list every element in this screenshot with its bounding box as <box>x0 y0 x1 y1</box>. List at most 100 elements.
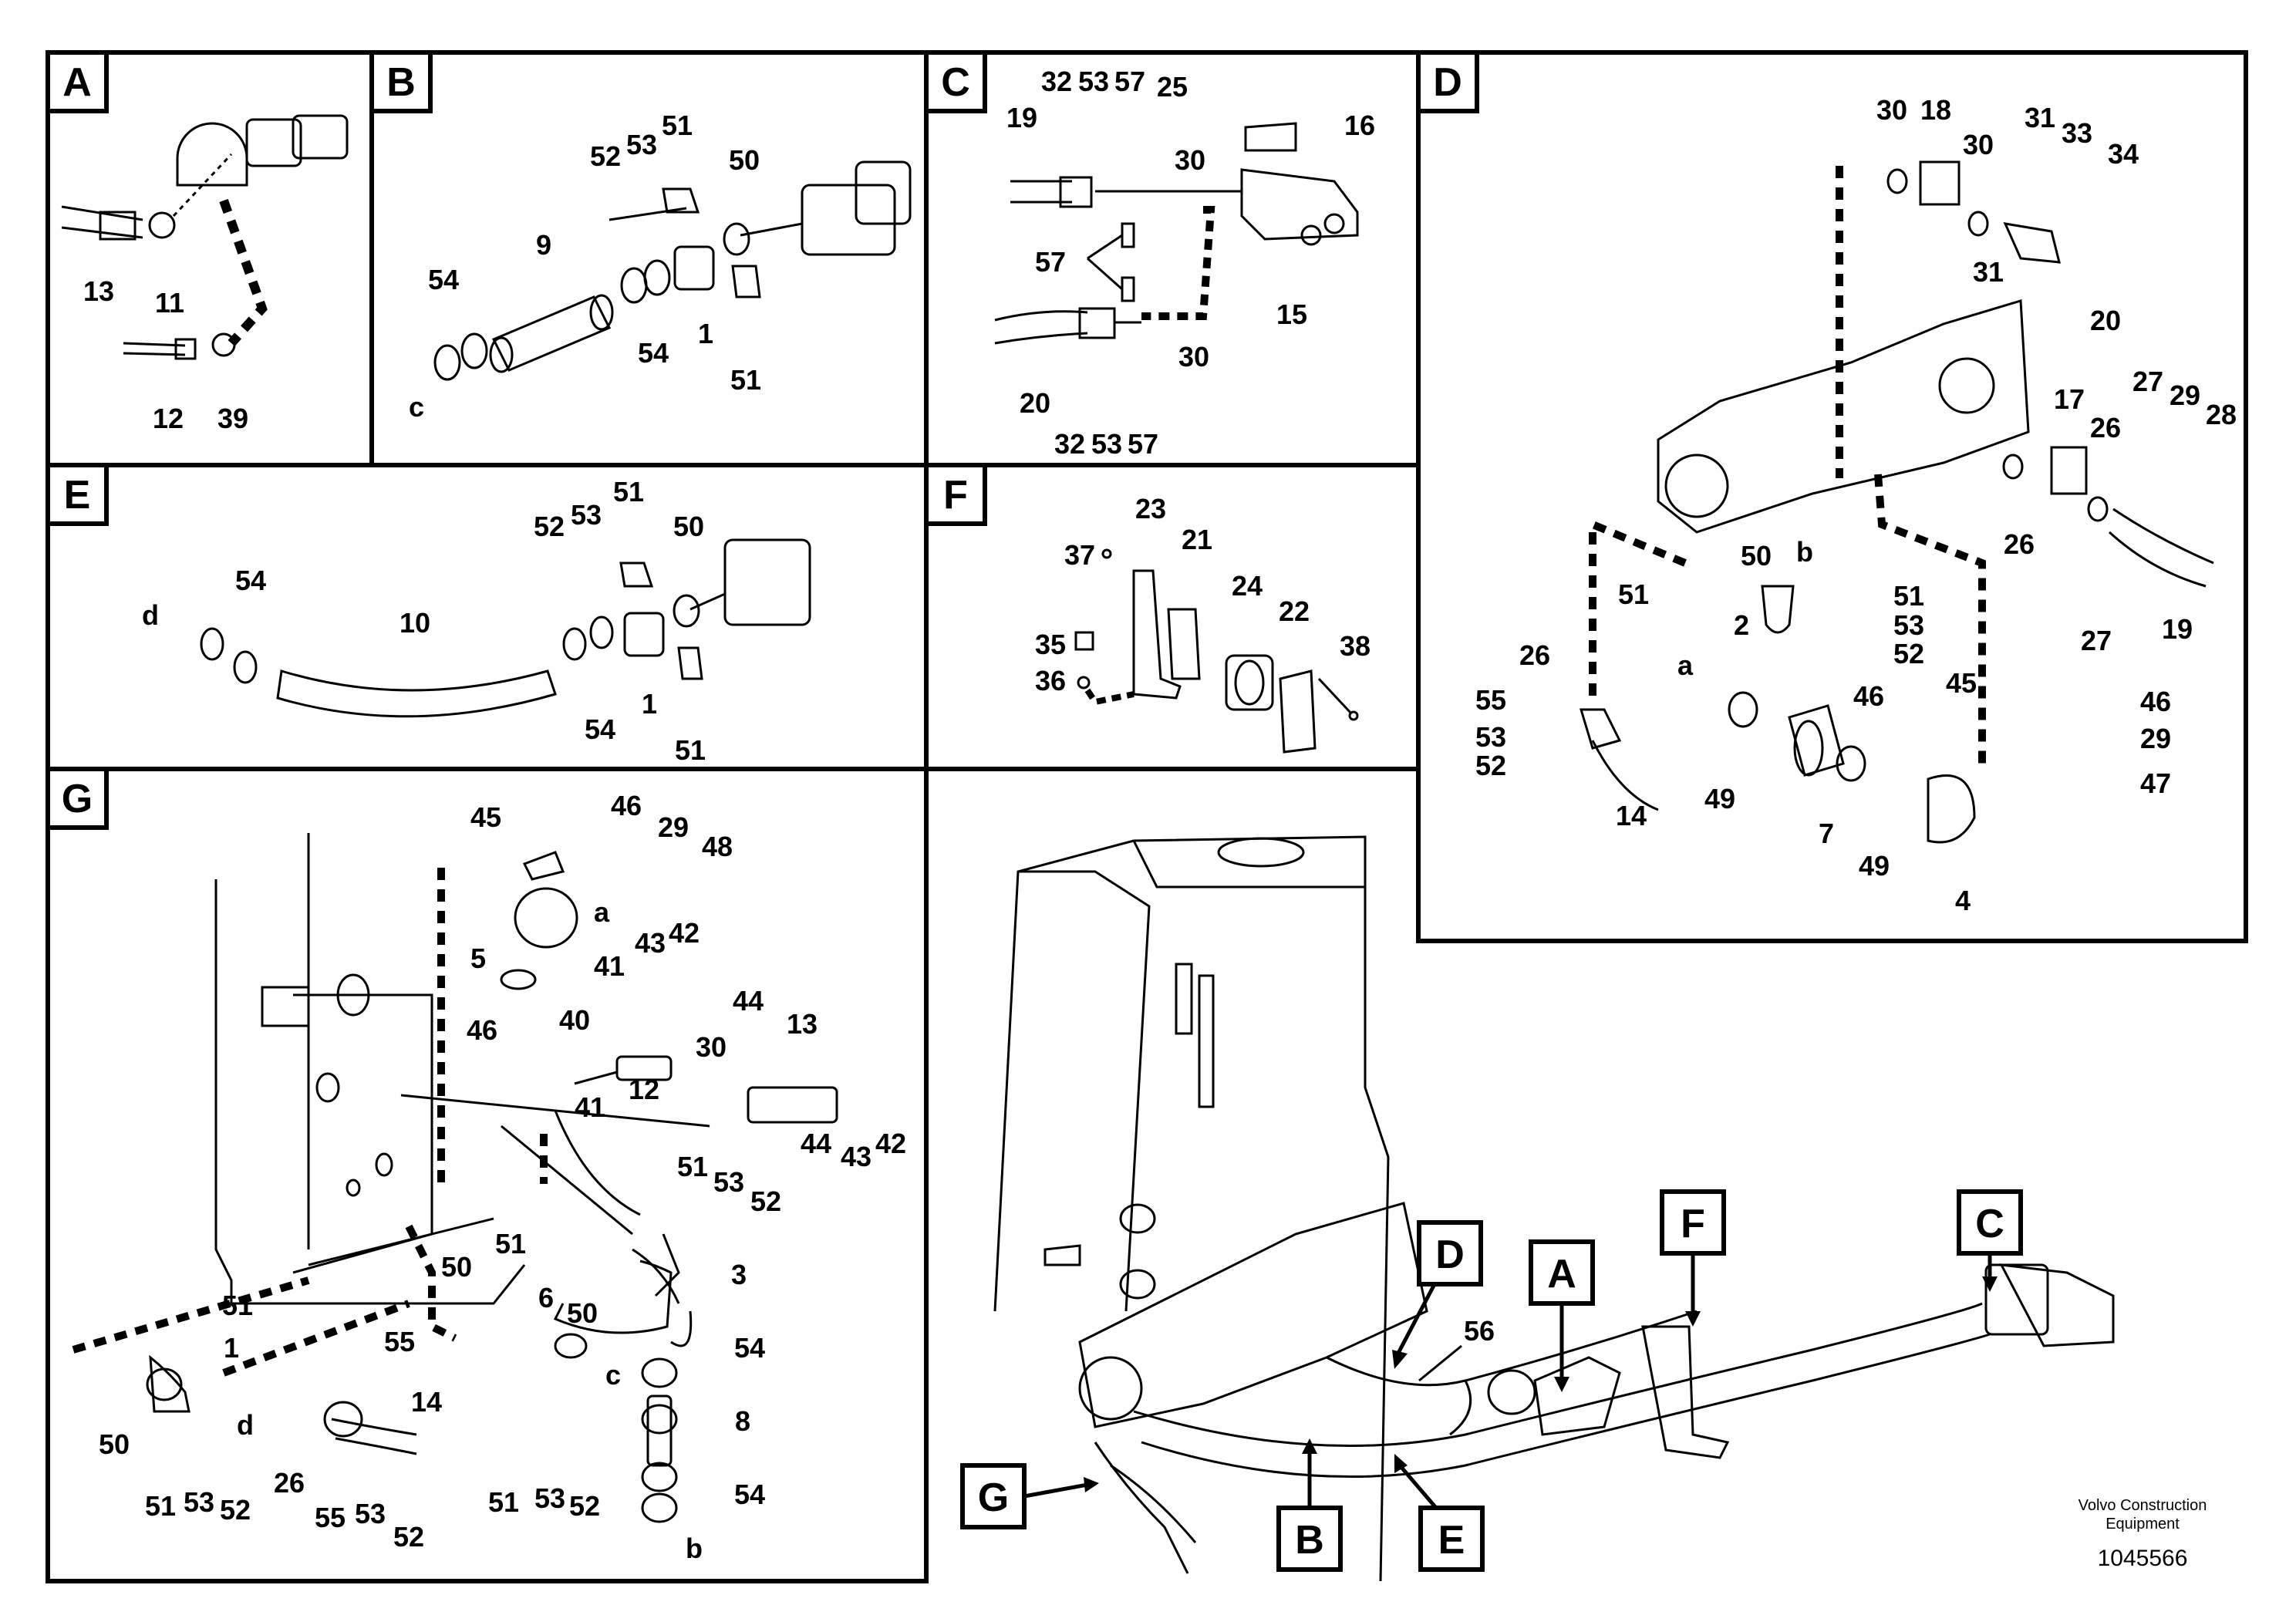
panel-letter-c: C <box>941 60 970 105</box>
part-number-label: d <box>142 599 159 631</box>
part-number-label: 55 <box>1475 684 1506 716</box>
part-number-label: 52 <box>220 1494 251 1526</box>
part-number-label: 30 <box>1175 144 1205 176</box>
part-number-label: 46 <box>2140 686 2171 717</box>
part-number-label: 20 <box>1020 387 1050 419</box>
callout-f: F <box>1681 1202 1705 1246</box>
part-number-label: 5 <box>470 943 486 974</box>
panel-c-labels: 32 53 57 25 19 30 16 57 15 20 30 32 53 5… <box>1006 66 1375 460</box>
part-number-label: 29 <box>658 811 689 843</box>
part-number-label: 53 <box>1078 66 1109 97</box>
part-number-label: 12 <box>629 1074 659 1105</box>
overview-illustration: C F D A 56 G B E <box>960 835 2115 1582</box>
part-number-label: 54 <box>235 565 266 596</box>
part-number-label: 1 <box>224 1332 239 1364</box>
panel-letter-f: F <box>943 473 968 518</box>
part-number-label: 50 <box>99 1428 130 1460</box>
panel-b-labels: 52 53 51 50 9 54 1 54 51 c <box>409 110 761 423</box>
part-number-label: 13 <box>83 275 114 307</box>
part-number-label: 1 <box>642 688 657 720</box>
part-number-label: 57 <box>1128 428 1158 460</box>
callout-e: E <box>1438 1518 1465 1563</box>
part-number-label: 20 <box>2090 305 2121 336</box>
part-number-label: 22 <box>1279 595 1310 627</box>
part-number-label: 3 <box>731 1259 747 1290</box>
part-number-label: 50 <box>673 511 704 542</box>
part-number-label: 53 <box>1091 428 1122 460</box>
part-number-label: 52 <box>534 511 565 542</box>
part-number-label: 38 <box>1340 630 1371 662</box>
part-number-label: 51 <box>1618 578 1649 610</box>
part-number-label: 17 <box>2054 383 2085 415</box>
drawing-number: 1045566 <box>2098 1546 2188 1571</box>
part-number-label: 47 <box>2140 767 2171 799</box>
part-number-label: 26 <box>2004 528 2035 560</box>
part-number-label: 57 <box>1114 66 1145 97</box>
part-number-label: 1 <box>698 318 713 349</box>
part-number-label: 51 <box>495 1228 526 1259</box>
part-number-label: 30 <box>1963 129 1994 160</box>
part-number-label: 32 <box>1054 428 1085 460</box>
part-number-label: 53 <box>534 1482 565 1514</box>
part-number-label: 41 <box>594 950 625 982</box>
part-number-label: a <box>1677 649 1694 681</box>
part-number-label: 54 <box>585 713 615 745</box>
part-number-label: 35 <box>1035 629 1066 660</box>
part-number-label: 54 <box>734 1479 765 1510</box>
part-number-label: 50 <box>441 1251 472 1283</box>
panel-d: D 30 18 30 <box>1416 50 2237 916</box>
part-number-label: 7 <box>1819 818 1834 849</box>
panel-letter-d: D <box>1433 60 1462 105</box>
part-number-label: 44 <box>733 985 764 1017</box>
panel-d-labels: 30 18 30 31 33 34 31 20 27 29 28 17 26 2… <box>1475 94 2237 916</box>
part-number-label: 51 <box>222 1290 253 1321</box>
callout-c: C <box>1975 1202 2004 1246</box>
part-number-label: 52 <box>393 1521 424 1553</box>
part-number-label: 32 <box>1041 66 1072 97</box>
part-number-label: 19 <box>2162 613 2193 645</box>
part-number-label: 39 <box>217 403 248 434</box>
part-number-label: 30 <box>696 1031 727 1063</box>
part-number-label: d <box>237 1409 254 1441</box>
part-number-label: 52 <box>1893 638 1924 669</box>
part-number-label: 26 <box>2090 412 2121 443</box>
part-number-label: 14 <box>411 1386 442 1418</box>
part-number-label: 31 <box>1973 256 2004 288</box>
part-number-label: 27 <box>2132 366 2163 397</box>
part-number-label: 53 <box>713 1166 744 1198</box>
part-number-label: 54 <box>734 1332 765 1364</box>
part-number-label: 51 <box>1893 580 1924 612</box>
part-number-label: 55 <box>315 1502 346 1533</box>
part-number-label: 30 <box>1876 94 1907 126</box>
part-number-label: 23 <box>1135 493 1166 524</box>
part-number-label: 40 <box>559 1004 590 1036</box>
part-number-label: 43 <box>635 927 666 959</box>
part-number-label: 29 <box>2140 723 2171 754</box>
part-number-label: 53 <box>1475 721 1506 753</box>
part-number-label: 41 <box>575 1091 605 1123</box>
callout-a: A <box>1547 1252 1576 1297</box>
panel-b: B 52 53 51 50 9 54 1 54 51 <box>369 50 912 423</box>
part-number-label: 51 <box>677 1151 708 1182</box>
part-number-label: 46 <box>467 1014 497 1046</box>
panel-letter-a: A <box>62 60 92 105</box>
part-number-label: 46 <box>611 790 642 821</box>
part-number-label: 26 <box>274 1467 305 1499</box>
part-number-label: 9 <box>536 229 551 261</box>
footer-company: Volvo Construction <box>2079 1497 2207 1514</box>
part-number-label: 15 <box>1276 298 1307 330</box>
part-number-label: a <box>594 896 610 928</box>
part-number-label: 21 <box>1182 524 1212 555</box>
part-number-label: c <box>605 1359 621 1391</box>
part-number-label: b <box>686 1533 703 1564</box>
part-number-label: 45 <box>470 801 501 833</box>
part-number-label: 34 <box>2108 138 2139 170</box>
part-number-label: 24 <box>1232 570 1263 602</box>
part-number-label: 51 <box>730 364 761 396</box>
part-number-label: 48 <box>702 831 733 862</box>
part-number-label: 11 <box>155 287 184 319</box>
panel-frames <box>46 50 2248 1583</box>
part-number-label: 51 <box>675 734 706 766</box>
footer-company-line2: Equipment <box>2106 1516 2180 1533</box>
